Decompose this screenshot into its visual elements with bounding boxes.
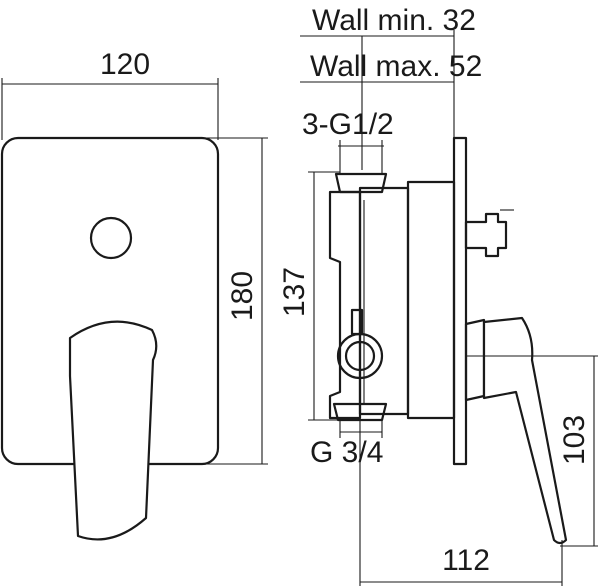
- valve-body-center: [358, 186, 410, 416]
- lever-handle: [68, 320, 158, 541]
- thread-bottom-label: G 3/4: [310, 436, 383, 469]
- dim-137-label: 137: [278, 267, 311, 317]
- inlet-circle-inner: [344, 340, 376, 372]
- diverter-spindle: [464, 212, 508, 258]
- dim-103-label: 103: [558, 415, 591, 465]
- thread-top-label: 3-G1/2: [302, 108, 394, 141]
- side-lever: [482, 316, 568, 545]
- dim-112-label: 112: [442, 544, 490, 577]
- top-outlet: [334, 172, 388, 194]
- wall-min-label: Wall min. 32: [312, 4, 476, 37]
- dim-120-label: 120: [100, 48, 150, 81]
- wall-max-label: Wall max. 52: [310, 50, 482, 83]
- inlet-nut: [350, 308, 364, 336]
- valve-body-front: [406, 180, 456, 420]
- front-view: 120 180: [0, 48, 268, 541]
- side-view: Wall min. 32 Wall max. 52 3-G1/2: [278, 4, 598, 586]
- wall-plate: [452, 136, 468, 466]
- dim-180-label: 180: [226, 271, 259, 321]
- diverter-button: [89, 216, 133, 260]
- valve-body-back: [328, 190, 362, 420]
- cartridge-housing: [464, 318, 486, 402]
